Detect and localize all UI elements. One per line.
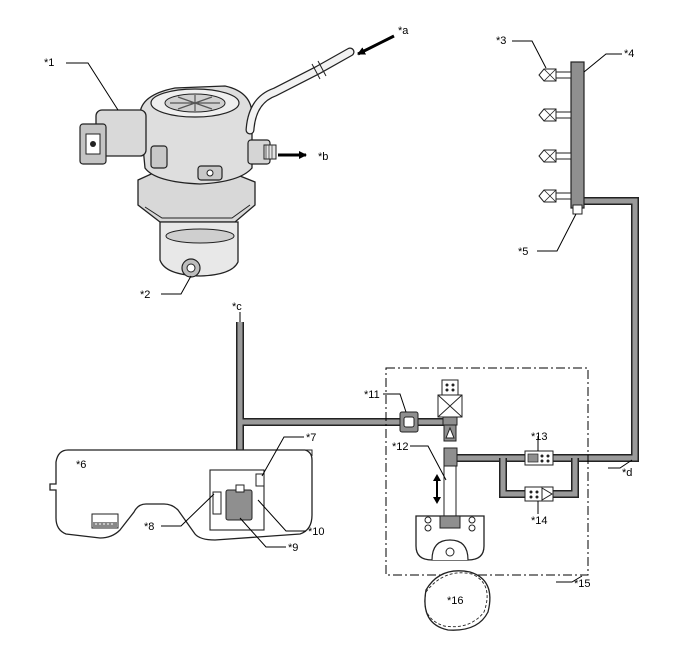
check-valve bbox=[443, 447, 458, 467]
callout-14: *14 bbox=[531, 515, 548, 527]
injector-3 bbox=[538, 149, 572, 163]
callout-2: *2 bbox=[140, 289, 150, 301]
callout-7: *7 bbox=[306, 432, 316, 444]
callout-12: *12 bbox=[392, 441, 409, 453]
callout-labels: *1 *2 *3 *4 *5 *6 *7 *8 *9 *10 *11 *12 *… bbox=[44, 25, 634, 607]
leader-lines bbox=[66, 40, 633, 583]
callout-c: *c bbox=[232, 301, 242, 313]
injector-4 bbox=[538, 189, 572, 203]
relief-valve-14 bbox=[524, 486, 554, 502]
injectors bbox=[538, 68, 572, 203]
fuel-rail bbox=[570, 61, 585, 215]
injector-1 bbox=[538, 68, 572, 82]
spill-valve bbox=[437, 379, 463, 442]
callout-9: *9 bbox=[288, 542, 298, 554]
inlet-arrow-icon bbox=[357, 34, 395, 56]
injector-2 bbox=[538, 108, 572, 122]
callout-a: *a bbox=[398, 25, 409, 37]
callout-d: *d bbox=[622, 467, 632, 479]
pulsation-damper bbox=[399, 411, 419, 433]
callout-4: *4 bbox=[624, 48, 634, 60]
callout-13: *13 bbox=[531, 431, 548, 443]
callout-8: *8 bbox=[144, 521, 154, 533]
callout-1: *1 bbox=[44, 57, 54, 69]
callout-15: *15 bbox=[574, 578, 591, 590]
callout-3: *3 bbox=[496, 35, 506, 47]
callout-10: *10 bbox=[308, 526, 325, 538]
fuel-tank bbox=[49, 449, 313, 541]
fuel-pump-illustration bbox=[79, 34, 395, 278]
callout-11: *11 bbox=[364, 389, 380, 401]
callout-6: *6 bbox=[76, 459, 86, 471]
callout-16: *16 bbox=[447, 595, 464, 607]
callout-b: *b bbox=[318, 151, 328, 163]
pump-assembly-boundary bbox=[385, 367, 589, 576]
lifter bbox=[415, 515, 485, 561]
cam bbox=[424, 570, 491, 631]
callout-5: *5 bbox=[518, 246, 528, 258]
plunger bbox=[433, 465, 457, 527]
check-valve-13 bbox=[524, 450, 554, 466]
